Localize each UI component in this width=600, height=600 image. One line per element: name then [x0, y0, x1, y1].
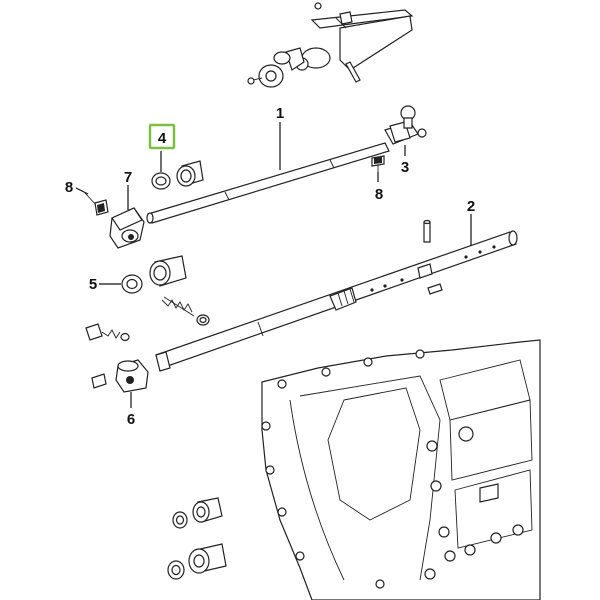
callout-6[interactable]: 6: [127, 411, 135, 428]
shift-rod-1: [146, 142, 390, 224]
callout-label-8-right: 8: [375, 186, 383, 203]
small-pin: [427, 283, 443, 295]
bolt-8-right: [371, 155, 385, 172]
bushing-middle: [149, 255, 187, 287]
pin-2: [423, 219, 431, 243]
spring-and-washer: [161, 296, 210, 326]
callout-4-highlight-box: [148, 123, 176, 150]
callout-label-3: 3: [401, 159, 409, 176]
seal-ring-5: [121, 274, 143, 294]
callout-3[interactable]: 3: [401, 159, 409, 176]
callout-label-2: 2: [467, 198, 475, 215]
callout-8-left[interactable]: 8: [65, 179, 73, 196]
callout-2[interactable]: 2: [467, 198, 475, 215]
seal-ring-4: [151, 172, 171, 190]
transmission-housing: [261, 339, 541, 600]
callout-label-5: 5: [89, 276, 97, 293]
leader-lines: [75, 122, 472, 408]
bushing-pair-lower-1: [172, 497, 223, 529]
shift-lever-3: [384, 105, 427, 145]
callout-5[interactable]: 5: [89, 276, 97, 293]
shift-rod-2: [155, 230, 518, 372]
shift-block-7: [109, 207, 145, 249]
bushing-pair-lower-2: [167, 543, 227, 580]
callout-7[interactable]: 7: [124, 169, 132, 186]
callout-label-1: 1: [276, 105, 284, 122]
detent-bolt: [85, 323, 130, 342]
bushing-upper: [176, 160, 204, 187]
callout-label-7: 7: [124, 169, 132, 186]
callout-1[interactable]: 1: [276, 105, 284, 122]
bolt-8-left: [84, 192, 109, 216]
callout-label-4: 4: [158, 130, 167, 147]
callout-8-right[interactable]: 8: [375, 186, 383, 203]
callout-label-6: 6: [127, 411, 135, 428]
bolt-6: [91, 373, 107, 389]
callout-label-8-left: 8: [65, 179, 73, 196]
upper-shift-rod-assembly: [247, 2, 414, 88]
shift-block-6: [115, 359, 149, 393]
callout-4[interactable]: 4: [148, 123, 176, 150]
